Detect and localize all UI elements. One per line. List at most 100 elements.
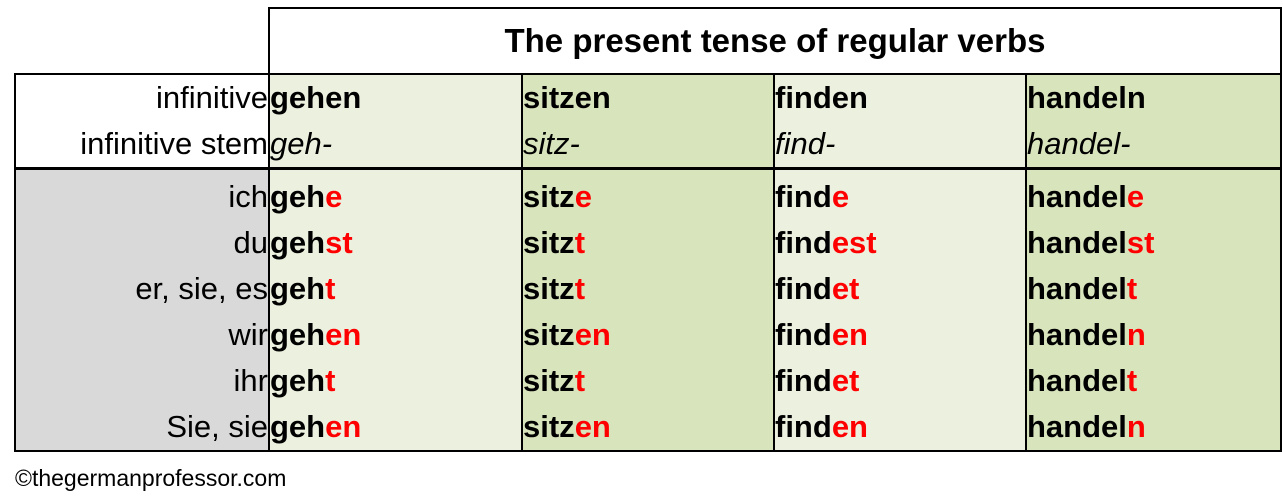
form-stem: geh bbox=[270, 271, 326, 306]
form-ending: en bbox=[831, 317, 868, 352]
form-ending: e bbox=[325, 179, 343, 214]
verb-form-cell: sitzt bbox=[521, 358, 774, 404]
form-ending: t bbox=[1126, 363, 1138, 398]
pronoun-label: wir bbox=[14, 312, 269, 358]
title-row: The present tense of regular verbs bbox=[15, 7, 1282, 75]
form-ending: t bbox=[574, 363, 586, 398]
conjugation-row-wir: wir gehen sitzen finden handeln bbox=[14, 312, 1282, 358]
blank-corner bbox=[15, 8, 269, 74]
infinitive-finden: finden bbox=[773, 73, 1026, 121]
verb-form-cell: gehst bbox=[268, 220, 522, 266]
verb-form-cell: finden bbox=[773, 312, 1026, 358]
form-stem: sitz bbox=[523, 271, 575, 306]
verb-form-cell: gehen bbox=[268, 404, 522, 452]
infinitive-row: infinitive gehen sitzen finden handeln bbox=[14, 73, 1282, 121]
infinitive-gehen: gehen bbox=[268, 73, 522, 121]
form-ending: en bbox=[574, 409, 611, 444]
form-ending: n bbox=[1126, 409, 1146, 444]
verb-form-cell: gehen bbox=[268, 312, 522, 358]
form-ending: st bbox=[325, 225, 353, 260]
form-ending: t bbox=[325, 363, 336, 398]
form-ending: t bbox=[1126, 271, 1138, 306]
stem-find: find- bbox=[773, 121, 1026, 170]
form-stem: find bbox=[775, 271, 832, 306]
form-ending: en bbox=[325, 317, 362, 352]
copyright-credit: ©thegermanprofessor.com bbox=[15, 465, 287, 491]
verb-form-cell: sitzt bbox=[521, 266, 774, 312]
stem-sitz: sitz- bbox=[521, 121, 774, 170]
form-stem: geh bbox=[270, 179, 326, 214]
form-ending: st bbox=[1126, 225, 1155, 260]
form-stem: find bbox=[775, 409, 832, 444]
form-stem: find bbox=[775, 225, 832, 260]
form-ending: n bbox=[1126, 317, 1146, 352]
verb-form-cell: sitzt bbox=[521, 220, 774, 266]
infinitive-sitzen: sitzen bbox=[521, 73, 774, 121]
verb-form-cell: sitzen bbox=[521, 312, 774, 358]
form-ending: t bbox=[574, 225, 586, 260]
verb-form-cell: handelst bbox=[1025, 220, 1282, 266]
verb-form-cell: geht bbox=[268, 358, 522, 404]
form-ending: e bbox=[1126, 179, 1145, 214]
stem-row: infinitive stem geh- sitz- find- handel- bbox=[14, 121, 1282, 170]
conjugation-row-ich: ich gehe sitze finde handele bbox=[14, 168, 1282, 220]
verb-form-cell: handeln bbox=[1025, 404, 1282, 452]
stem-geh: geh- bbox=[268, 121, 522, 170]
verb-form-cell: handeln bbox=[1025, 312, 1282, 358]
pronoun-label: du bbox=[14, 220, 269, 266]
verb-form-cell: handele bbox=[1025, 168, 1282, 220]
form-stem: sitz bbox=[523, 225, 575, 260]
form-stem: handel bbox=[1027, 409, 1127, 444]
form-ending: e bbox=[574, 179, 592, 214]
stem-label: infinitive stem bbox=[14, 121, 269, 170]
form-stem: find bbox=[775, 317, 832, 352]
form-ending: en bbox=[831, 409, 868, 444]
form-stem: geh bbox=[270, 363, 326, 398]
form-stem: sitz bbox=[523, 409, 575, 444]
form-stem: handel bbox=[1027, 179, 1127, 214]
infinitive-handeln: handeln bbox=[1025, 73, 1282, 121]
form-stem: handel bbox=[1027, 271, 1127, 306]
form-ending: est bbox=[831, 225, 877, 260]
form-stem: geh bbox=[270, 409, 326, 444]
verb-form-cell: findet bbox=[773, 266, 1026, 312]
infinitive-label: infinitive bbox=[14, 73, 269, 121]
conjugation-row-du: du gehst sitzt findest handelst bbox=[14, 220, 1282, 266]
form-stem: find bbox=[775, 179, 832, 214]
form-stem: geh bbox=[270, 225, 326, 260]
verb-form-cell: findet bbox=[773, 358, 1026, 404]
stem-handel: handel- bbox=[1025, 121, 1282, 170]
table-title: The present tense of regular verbs bbox=[268, 7, 1282, 75]
form-stem: sitz bbox=[523, 363, 575, 398]
pronoun-label: ich bbox=[14, 168, 269, 220]
verb-form-cell: sitze bbox=[521, 168, 774, 220]
pronoun-label: er, sie, es bbox=[14, 266, 269, 312]
verb-form-cell: findest bbox=[773, 220, 1026, 266]
verb-form-cell: sitzen bbox=[521, 404, 774, 452]
verb-form-cell: gehe bbox=[268, 168, 522, 220]
form-ending: et bbox=[831, 271, 860, 306]
verb-form-cell: geht bbox=[268, 266, 522, 312]
verb-form-cell: handelt bbox=[1025, 266, 1282, 312]
form-ending: t bbox=[574, 271, 586, 306]
verb-form-cell: handelt bbox=[1025, 358, 1282, 404]
pronoun-label: ihr bbox=[14, 358, 269, 404]
form-ending: et bbox=[831, 363, 860, 398]
form-ending: t bbox=[325, 271, 336, 306]
form-ending: e bbox=[831, 179, 850, 214]
form-ending: en bbox=[325, 409, 362, 444]
pronoun-label: Sie, sie bbox=[14, 404, 269, 452]
conjugation-row-er-sie-es: er, sie, es geht sitzt findet handelt bbox=[14, 266, 1282, 312]
conjugation-table: The present tense of regular verbs infin… bbox=[14, 7, 1282, 452]
form-stem: handel bbox=[1027, 363, 1127, 398]
form-stem: find bbox=[775, 363, 832, 398]
form-stem: geh bbox=[270, 317, 326, 352]
verb-form-cell: finde bbox=[773, 168, 1026, 220]
verb-form-cell: finden bbox=[773, 404, 1026, 452]
conjugation-row-ihr: ihr geht sitzt findet handelt bbox=[14, 358, 1282, 404]
form-stem: handel bbox=[1027, 317, 1127, 352]
conjugation-row-sie-formal: Sie, sie gehen sitzen finden handeln bbox=[14, 404, 1282, 452]
form-ending: en bbox=[574, 317, 611, 352]
form-stem: handel bbox=[1027, 225, 1127, 260]
form-stem: sitz bbox=[523, 179, 575, 214]
